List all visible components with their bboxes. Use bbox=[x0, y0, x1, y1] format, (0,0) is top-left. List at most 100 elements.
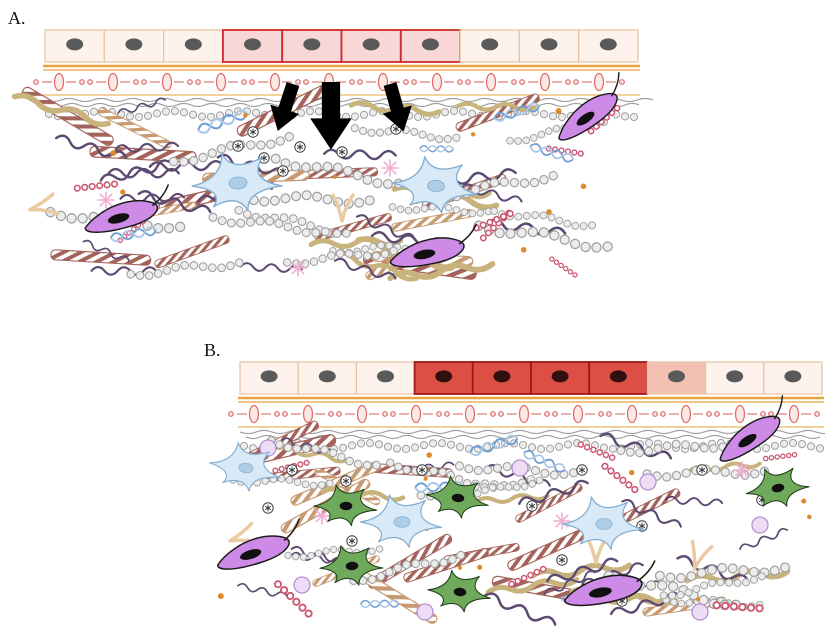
collagen-fiber bbox=[50, 248, 152, 267]
matrix-star bbox=[733, 461, 751, 479]
epithelial-nucleus bbox=[435, 370, 453, 383]
epithelial-nucleus bbox=[125, 38, 143, 51]
glycan-chain bbox=[548, 255, 579, 279]
junction-node bbox=[411, 79, 417, 85]
matrix-granule bbox=[110, 150, 117, 156]
bead bbox=[359, 110, 369, 119]
bead bbox=[446, 440, 456, 449]
junction-node bbox=[706, 411, 712, 417]
epithelial-nucleus bbox=[421, 38, 439, 51]
junction-node bbox=[490, 411, 496, 417]
bead bbox=[629, 112, 639, 122]
hemidesmosome bbox=[734, 404, 746, 424]
bead bbox=[338, 443, 348, 452]
vesicle bbox=[691, 603, 709, 621]
gray-fiber-band bbox=[245, 434, 821, 440]
matrix-granule bbox=[628, 469, 635, 476]
junction-node bbox=[349, 79, 355, 85]
junction-node bbox=[760, 411, 766, 417]
bead bbox=[518, 440, 528, 450]
bead bbox=[608, 444, 618, 453]
bead bbox=[599, 443, 609, 452]
junction-node bbox=[573, 79, 579, 85]
gray-fiber-band bbox=[50, 102, 640, 108]
hemidesmosome bbox=[107, 72, 119, 92]
bead bbox=[143, 111, 153, 120]
gray-fiber-band bbox=[44, 97, 654, 103]
bead bbox=[152, 109, 162, 118]
vesicle bbox=[511, 459, 529, 477]
junction-node bbox=[436, 411, 442, 417]
junction-node bbox=[33, 79, 39, 85]
fibril-helix bbox=[359, 599, 400, 609]
bead bbox=[806, 442, 816, 451]
junction-node bbox=[544, 411, 550, 417]
protein-squiggle bbox=[482, 589, 559, 630]
junction-node bbox=[133, 79, 139, 85]
epithelial-nucleus bbox=[599, 38, 617, 51]
junction-node bbox=[598, 411, 604, 417]
bead bbox=[761, 443, 771, 453]
matrix-granule bbox=[555, 108, 562, 115]
junction-node bbox=[606, 411, 612, 417]
matrix-star bbox=[553, 512, 571, 530]
bead bbox=[383, 442, 393, 451]
bead bbox=[536, 444, 546, 453]
bead bbox=[449, 106, 459, 116]
matrix-granule bbox=[801, 498, 807, 504]
bead bbox=[770, 441, 780, 450]
junction-node bbox=[768, 411, 774, 417]
hemidesmosome bbox=[269, 72, 281, 92]
bead bbox=[215, 111, 225, 120]
epithelial-nucleus bbox=[493, 370, 511, 383]
bead bbox=[455, 442, 465, 452]
bead bbox=[347, 441, 357, 450]
junction-node bbox=[382, 411, 388, 417]
junction-node bbox=[328, 411, 334, 417]
signal-molecule bbox=[576, 464, 588, 476]
hemidesmosome bbox=[572, 404, 584, 424]
junction-node bbox=[274, 411, 280, 417]
signal-molecule bbox=[556, 554, 568, 566]
glycan-chain bbox=[600, 461, 640, 495]
bead bbox=[815, 444, 825, 453]
bead bbox=[563, 440, 573, 449]
signal-molecule bbox=[340, 475, 352, 487]
hemidesmosome bbox=[518, 404, 530, 424]
hemidesmosome bbox=[248, 404, 260, 424]
junction-node bbox=[195, 79, 201, 85]
junction-node bbox=[303, 79, 309, 85]
panel-b bbox=[205, 361, 825, 630]
hemidesmosome bbox=[431, 72, 443, 92]
signal-molecule bbox=[232, 140, 244, 152]
matrix-granule bbox=[120, 189, 126, 195]
junction-node bbox=[552, 411, 558, 417]
junction-row bbox=[228, 404, 820, 424]
hemidesmosome bbox=[302, 404, 314, 424]
bead bbox=[797, 440, 807, 449]
matrix-star bbox=[381, 159, 399, 177]
panel-a-label: A. bbox=[8, 8, 26, 28]
bead bbox=[392, 444, 402, 453]
bead bbox=[125, 112, 135, 121]
protein-squiggle bbox=[322, 148, 397, 161]
panel-a bbox=[14, 29, 654, 282]
bead bbox=[179, 108, 189, 117]
epithelial-nucleus bbox=[184, 38, 202, 51]
bead bbox=[401, 444, 411, 453]
hemidesmosome bbox=[788, 404, 800, 424]
hemidesmosome bbox=[464, 404, 476, 424]
bead bbox=[356, 439, 366, 448]
junction-node bbox=[87, 79, 93, 85]
epithelium-row bbox=[239, 361, 823, 395]
junction-node bbox=[79, 79, 85, 85]
fibril-helix bbox=[419, 144, 455, 153]
hemidesmosome bbox=[161, 72, 173, 92]
matrix-granule bbox=[696, 597, 701, 602]
epithelial-nucleus bbox=[726, 370, 744, 383]
bead bbox=[134, 112, 144, 122]
bead bbox=[89, 107, 99, 116]
junction-node bbox=[295, 79, 301, 85]
epithelial-nucleus bbox=[66, 38, 84, 51]
